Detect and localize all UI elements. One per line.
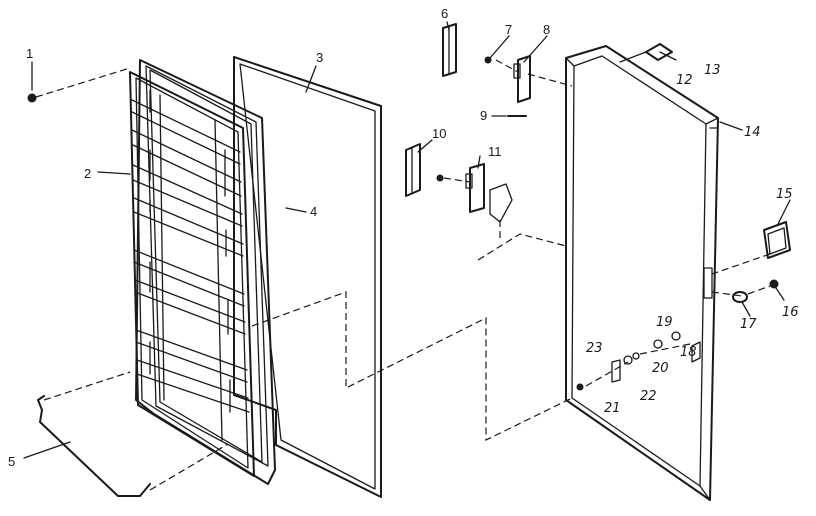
callout-19: 19	[656, 315, 673, 330]
callout-11: 11	[488, 144, 502, 159]
upper-hinge-part	[442, 23, 457, 77]
shelf-rod	[37, 395, 151, 497]
callout-1: 1	[26, 46, 33, 61]
callout-7: 7	[505, 22, 512, 37]
door-panel	[233, 56, 382, 498]
screw-lower-hinge	[436, 174, 444, 182]
callout-21: 21	[604, 401, 621, 416]
callout-16: 16	[782, 305, 799, 320]
callout-4: 4	[310, 204, 317, 219]
callout-20: 20	[652, 361, 669, 376]
lower-hinge-bracket	[465, 163, 513, 223]
callout-8: 8	[543, 22, 550, 37]
callout-18: 18	[680, 345, 697, 360]
callout-labels: 1 2 3 4 5 6 7 8 9 10 11 12 13 14 15 16 1…	[8, 6, 799, 469]
lower-hinge-part	[405, 143, 421, 197]
callout-5: 5	[8, 454, 15, 469]
callout-17: 17	[740, 317, 757, 332]
screw-1	[27, 93, 37, 103]
callout-3: 3	[316, 50, 323, 65]
callout-15: 15	[776, 187, 793, 202]
handle-plug	[732, 291, 748, 303]
handle-screw	[769, 279, 779, 289]
upper-hinge-bracket	[513, 55, 531, 103]
assembly-lines	[35, 59, 771, 491]
callout-14: 14	[744, 125, 761, 140]
callout-9: 9	[480, 108, 487, 123]
callout-23: 23	[586, 341, 603, 356]
callout-10: 10	[432, 126, 446, 141]
screw-7	[484, 56, 492, 64]
leader-lines	[23, 21, 791, 459]
callout-6: 6	[441, 6, 448, 21]
top-bracket	[619, 43, 673, 63]
outer-door-frame	[565, 45, 719, 501]
handle-cover	[763, 221, 791, 259]
callout-13: 13	[704, 63, 721, 78]
callout-2: 2	[84, 166, 91, 181]
callout-12: 12	[676, 73, 693, 88]
callout-22: 22	[640, 389, 657, 404]
inner-door-liner	[129, 59, 276, 485]
stop-parts	[576, 331, 701, 391]
